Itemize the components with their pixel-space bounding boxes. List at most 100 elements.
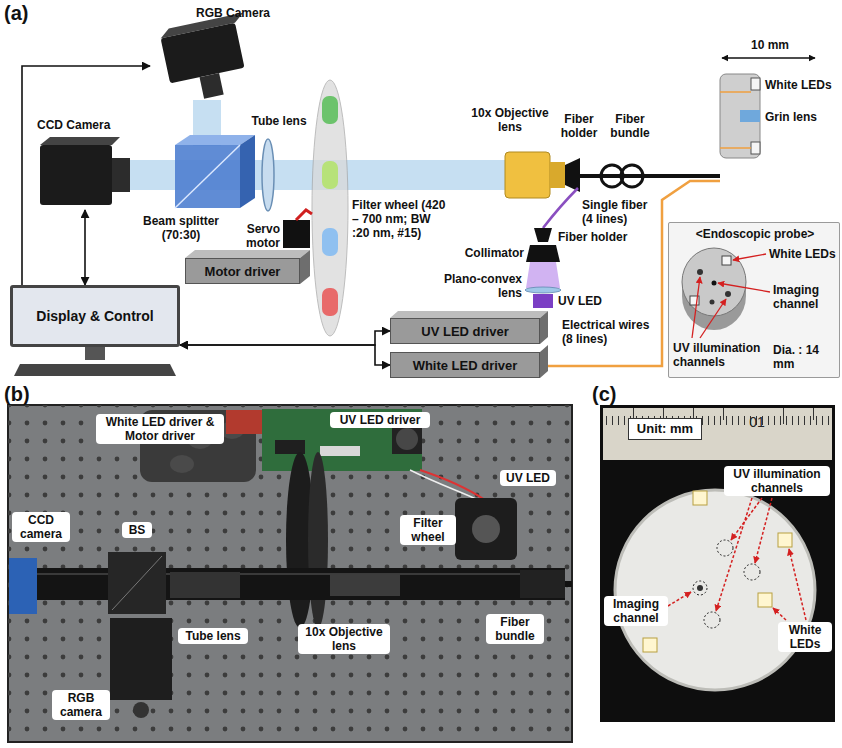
probe-face-photo — [704, 612, 720, 628]
probe-face-photo — [758, 593, 772, 607]
bench-photo — [520, 570, 565, 598]
probe-face-photo — [693, 581, 707, 595]
signal-connector — [22, 66, 150, 285]
part-label: Single fiber (4 lines) — [582, 198, 656, 226]
part-label: Grin lens — [765, 110, 835, 124]
bench-photo — [9, 558, 37, 614]
servo-motor — [296, 210, 312, 220]
driver-box-face — [540, 345, 548, 378]
part-label: UV LED — [558, 294, 618, 308]
node-title: RGB Camera — [150, 6, 270, 20]
bench-photo — [112, 556, 162, 610]
driver-box-face — [185, 250, 548, 378]
part-label: BS — [122, 522, 152, 538]
uv-fiber-path — [525, 287, 561, 293]
ccd-camera — [40, 145, 112, 205]
signal-connector — [84, 210, 86, 285]
beam-splitter — [175, 145, 240, 208]
beam-splitter — [175, 145, 240, 208]
fiber-bundle — [621, 165, 643, 187]
probe-face-photo — [813, 408, 814, 420]
node-label: White LEDs — [769, 247, 839, 261]
bench-photo — [392, 424, 422, 454]
probe-inset-drawing — [718, 283, 770, 292]
bench-photo — [565, 581, 572, 587]
part-label: 10x Objective lens — [298, 624, 390, 654]
monitor-box: Display & Control — [10, 285, 180, 347]
probe-face-photo — [668, 592, 691, 606]
uv-fiber-path — [543, 188, 578, 228]
bench-photo — [410, 470, 478, 500]
node-label: Dia. : 14 mm — [773, 343, 839, 371]
probe-face-photo — [778, 533, 792, 547]
bench-photo — [275, 440, 305, 454]
probe-tip — [740, 110, 760, 122]
probe-inset-drawing — [697, 269, 703, 275]
probe-face-photo — [755, 498, 772, 563]
part-label: CCD camera — [12, 512, 70, 542]
scale-bar — [722, 57, 815, 59]
part-label: Imaging channel — [604, 596, 668, 626]
probe-face-photo — [600, 405, 835, 722]
bench-photo — [396, 428, 418, 450]
camera-unit: RGB Camera — [150, 6, 270, 108]
probe-face-photo — [693, 491, 707, 505]
objective-lens — [505, 152, 565, 198]
part-label: Unit: mm — [628, 418, 702, 440]
probe-tip — [751, 78, 760, 90]
uv-fiber-path — [526, 262, 560, 288]
signal-connector — [180, 331, 390, 345]
bench-photo — [308, 452, 328, 628]
rgb-camera — [200, 73, 224, 99]
node-title: White LED driver — [413, 358, 518, 373]
probe-face-photo — [603, 408, 832, 460]
ccd-camera — [40, 137, 130, 205]
signal-connector — [180, 345, 390, 365]
bench-photo — [455, 498, 517, 560]
bench-photo — [8, 405, 572, 742]
bench-photo — [226, 410, 266, 434]
probe-face-photo — [697, 585, 703, 591]
part-label: Fiber bundle — [604, 112, 656, 140]
filter-wheel — [312, 80, 348, 336]
probe-face-photo — [773, 608, 786, 620]
panel-letter: (c) — [592, 383, 632, 405]
part-label: 01 — [742, 414, 772, 430]
uv-fiber-path — [534, 228, 552, 242]
bench-photo — [170, 455, 194, 473]
monitor-stand — [14, 347, 176, 376]
probe-inset-drawing — [733, 254, 766, 260]
bench-photo — [330, 574, 400, 596]
bench-photo — [110, 618, 172, 700]
part-label: Collimator — [450, 246, 524, 260]
node-label: Imaging channel — [773, 283, 839, 311]
driver-box: UV LED driver — [390, 318, 540, 344]
node-title: CCD Camera — [37, 118, 135, 132]
driver-box-face — [540, 311, 548, 344]
part-label: Fiber bundle — [486, 614, 544, 644]
bench-photo — [420, 470, 485, 500]
probe-tip — [720, 74, 760, 158]
monitor-stand — [85, 347, 105, 360]
probe-face-photo — [603, 408, 832, 460]
tube-lens — [262, 139, 274, 211]
part-label: Fiber holder — [556, 112, 602, 140]
camera-unit: CCD Camera — [35, 118, 135, 210]
probe-inset-drawing — [712, 281, 717, 286]
driver-box-face — [185, 250, 310, 258]
probe-inset: <Endoscopic probe> White LEDsImaging chan… — [668, 222, 840, 378]
probe-face-photo — [723, 408, 724, 420]
bench-photo — [133, 702, 149, 718]
monitor-stand — [14, 364, 176, 376]
probe-inset-drawing — [725, 291, 731, 297]
filter-wheel — [322, 161, 338, 189]
part-label: Tube lens — [178, 628, 248, 644]
probe-face-photo — [643, 638, 657, 652]
node-title: <Endoscopic probe> — [687, 227, 823, 241]
ccd-camera — [40, 137, 120, 145]
probe-face-photo — [615, 490, 815, 690]
probe-inset-drawing — [668, 222, 840, 378]
part-label: Filter wheel (420 – 700 nm; BW :20 nm, #… — [352, 198, 450, 240]
part-label: RGB camera — [52, 690, 110, 720]
part-label: 10x Objective lens — [466, 106, 554, 134]
